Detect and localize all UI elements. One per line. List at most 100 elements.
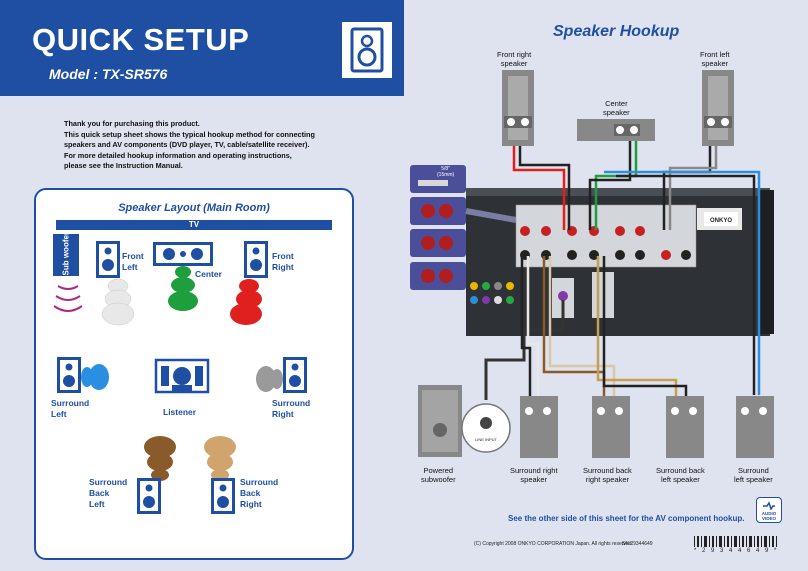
surround-back-left-speaker-icon [666,396,704,458]
label-line: Surround back [656,466,705,475]
barcode-icon [694,536,777,547]
center-label: Center [195,269,222,279]
listener-label: Listener [163,407,197,417]
label-line: Surround [737,466,769,475]
powered-subwoofer-icon [418,385,462,457]
av-badge-text: AUDIO VIDEO [757,511,781,521]
surround-left-label: Surround Left [51,398,89,420]
label-line: Front [272,251,294,261]
label-line: Powered [423,466,454,475]
label-line: Left [51,409,67,419]
front-right-speaker-icon [244,241,268,278]
surround-back-right-speaker-icon [211,478,235,514]
front-left-label: Front Left [122,251,144,273]
label-line: AUDIO [761,511,777,516]
label-line: speaker [500,59,528,68]
surround-back-right-sound-icon [204,436,236,481]
front-right-speaker-icon [502,70,534,146]
header-banner: QUICK SETUP Model : TX-SR576 [0,0,404,96]
wire-length-label: 5/8" (15mm) [437,166,454,178]
listener-icon [154,358,210,394]
intro-text: Thank you for purchasing this product. T… [64,119,364,172]
label-line: Surround [272,398,311,408]
label-line: speaker [520,475,548,484]
page-title: QUICK SETUP [32,22,250,57]
surround-right-speaker-icon [520,396,558,458]
audio-video-badge: AUDIO VIDEO [756,497,782,523]
label-line: Front left [700,50,730,59]
wire-guide-icons [410,165,466,290]
barcode-digits: * 2 9 3 4 4 6 4 9 * [694,548,779,554]
powered-subwoofer-label: Powered subwoofer [421,466,456,484]
label-line: speaker [603,108,630,117]
intro-line: please see the Instruction Manual. [64,161,183,170]
surround-back-left-sound-icon [144,436,176,481]
copyright-text: (C) Copyright 2008 ONKYO CORPORATION Jap… [474,541,633,547]
intro-line: For more detailed hookup information and… [64,150,292,160]
center-speaker-icon [153,242,213,266]
speaker-hookup-diagram: ONKYO [410,70,774,458]
center-speaker-icon [577,119,655,141]
line-input-magnifier [461,403,511,453]
sound-wave-icon [55,295,81,301]
front-right-speaker-label: Front right speaker [497,50,531,68]
brand-plate [704,212,738,226]
intro-line: This quick setup sheet shows the typical… [64,129,315,139]
label-line: Front right [497,50,532,59]
front-left-speaker-label: Front left speaker [700,50,730,68]
speaker-layout-title: Speaker Layout (Main Room) [118,202,270,214]
surround-left-speaker-icon [736,396,774,458]
label-line: right speaker [585,475,630,484]
intro-line: Thank you for purchasing this product. [64,119,200,128]
label-line: left speaker [734,475,773,484]
front-left-sound-icon [101,278,135,326]
subwoofer-icon [53,234,79,276]
label-line: Left [89,499,105,509]
label-line: Left [122,262,138,272]
label-line: 5/8" [441,166,450,172]
surround-right-sound-icon [256,366,283,392]
label-line: subwoofer [421,475,456,484]
speaker-wires [484,127,761,400]
surround-back-right-speaker-label: Surround back right speaker [583,466,632,484]
front-right-sound-icon [230,279,262,325]
surround-back-right-label: Surround Back Right [240,477,278,510]
speaker-layout-panel: Speaker Layout (Main Room) TV [34,188,354,560]
label-line: Surround [240,477,279,487]
front-left-speaker-icon [702,70,734,146]
label-line: Surround back [583,466,632,475]
speaker-layout-diagram [53,234,307,514]
footer-note: See the other side of this sheet for the… [508,514,745,523]
surround-right-speaker-label: Surround right speaker [510,466,558,484]
surround-back-left-speaker-label: Surround back left speaker [656,466,705,484]
label-line: Surround right [510,466,558,475]
subwoofer-label-box: Sub woofer [53,231,79,276]
surround-back-left-speaker-icon [137,478,161,514]
label-line: Right [272,262,294,272]
sound-wave-icon [57,285,79,290]
label-line: Front [122,251,144,261]
front-right-label: Front Right [272,251,294,273]
center-sound-icon [168,266,198,311]
surround-right-speaker-icon [283,357,307,393]
surround-left-sound-icon [81,364,109,390]
label-line: Center [605,99,628,108]
speaker-icon [342,22,392,78]
label-line: (15mm) [437,172,455,178]
intro-line: speakers and AV components (DVD player, … [64,140,310,149]
label-line: Back [89,488,110,498]
speaker-hookup-title: Speaker Hookup [553,23,680,40]
model-name: Model : TX-SR576 [49,66,168,82]
surround-right-label: Surround Right [272,398,310,420]
serial-number: SN 29344649 [622,541,653,547]
label-line: VIDEO [761,516,776,521]
label-line: speaker [701,59,729,68]
center-speaker-label: Center speaker [603,99,630,117]
label-line: Right [240,499,262,509]
label-line: Surround [51,398,90,408]
surround-left-speaker-label: Surround left speaker [734,466,773,484]
label-line: Back [240,488,261,498]
subwoofer-label: Sub woofer [61,231,71,276]
label-line: left speaker [661,475,700,484]
label-line: Right [272,409,294,419]
